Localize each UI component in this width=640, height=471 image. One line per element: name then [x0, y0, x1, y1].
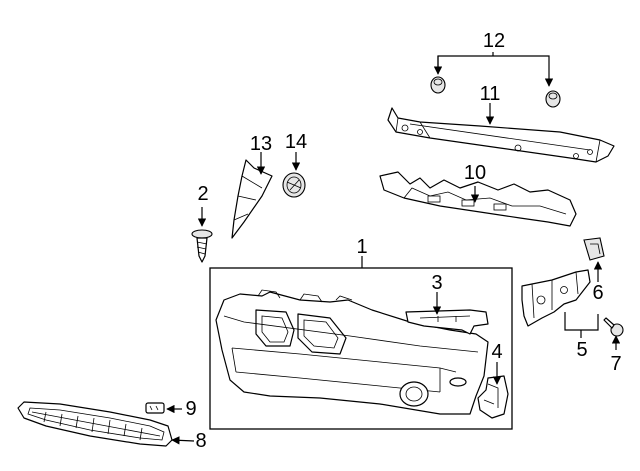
leader-12: [437, 55, 554, 87]
side-bracket-body: [477, 375, 509, 419]
callout-9: 9: [185, 398, 196, 420]
callout-4: 4: [491, 341, 502, 363]
part-1-bumper-cover: [215, 289, 489, 415]
part-10-energy-absorber: [379, 171, 577, 227]
leader-8: [171, 436, 195, 445]
callout-1: 1: [356, 236, 367, 258]
clip-9-body: [145, 402, 165, 414]
part-5-mounting-bracket: [521, 269, 599, 338]
callout-5: 5: [576, 339, 587, 361]
part-9-clip: [145, 402, 182, 414]
part-7-screw: [603, 317, 624, 350]
part-13-grille-trim: [231, 152, 273, 239]
part-14-emblem: [282, 152, 306, 198]
callout-13: 13: [250, 133, 272, 155]
part-8-lower-grille: [17, 401, 195, 447]
clip-body: [583, 237, 605, 261]
impact-bar-body: [387, 107, 615, 163]
callout-6: 6: [592, 282, 603, 304]
lower-opening-top: [231, 347, 457, 373]
retainer-nut-right: [545, 90, 561, 108]
upper-grille-opening-right: [297, 313, 347, 355]
side-marker-opening: [449, 377, 467, 387]
callout-8: 8: [195, 430, 206, 452]
callout-10: 10: [464, 162, 486, 184]
mounting-bracket-body: [521, 269, 591, 327]
part-11-impact-bar: [387, 103, 615, 163]
fog-lamp-opening: [399, 381, 429, 407]
callout-12: 12: [483, 30, 505, 52]
part-12-retainer-nuts: [430, 52, 561, 108]
callout-11: 11: [480, 83, 501, 105]
part-4-side-bracket: [477, 362, 509, 419]
retainer-nut-left: [430, 76, 446, 94]
bumper-assembly-frame: [209, 267, 513, 430]
callout-2: 2: [197, 183, 208, 205]
screw-shank: [196, 237, 208, 263]
leader-5: [564, 312, 599, 331]
screw-head: [191, 229, 213, 239]
part-6-clip: [583, 237, 605, 282]
part-2-screw: [191, 207, 213, 263]
part-3-bracket: [405, 292, 489, 335]
callout-7: 7: [610, 353, 621, 375]
callout-14: 14: [285, 131, 307, 153]
callout-3: 3: [431, 272, 442, 294]
